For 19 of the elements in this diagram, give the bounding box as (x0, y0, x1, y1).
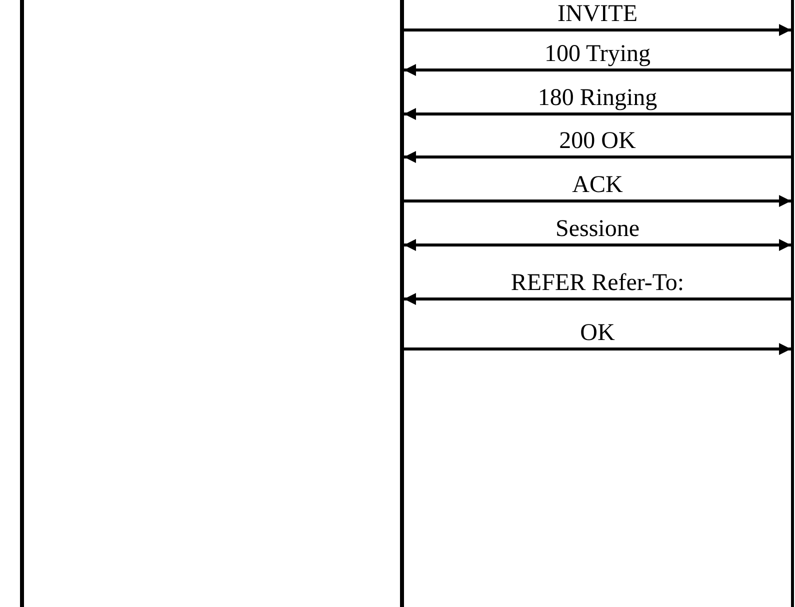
message-label: 200 OK (559, 128, 636, 154)
message-label: 180 Ringing (538, 85, 658, 111)
message-arrow (404, 343, 791, 355)
message-label: 100 Trying (544, 41, 651, 67)
message-arrow (404, 293, 791, 305)
message-label: REFER Refer-To: (510, 270, 684, 296)
message-label: Sessione (556, 216, 640, 242)
lifeline (400, 0, 404, 607)
message-arrow (404, 151, 791, 163)
message-label: OK (580, 320, 615, 346)
message-arrow (404, 108, 791, 120)
message-label: INVITE (558, 1, 638, 27)
message-arrow (404, 195, 791, 207)
message-label: ACK (572, 172, 623, 198)
lifeline (20, 0, 24, 607)
lifeline (791, 0, 794, 607)
message-arrow (404, 239, 791, 251)
message-arrow (404, 24, 791, 36)
message-arrow (404, 64, 791, 76)
